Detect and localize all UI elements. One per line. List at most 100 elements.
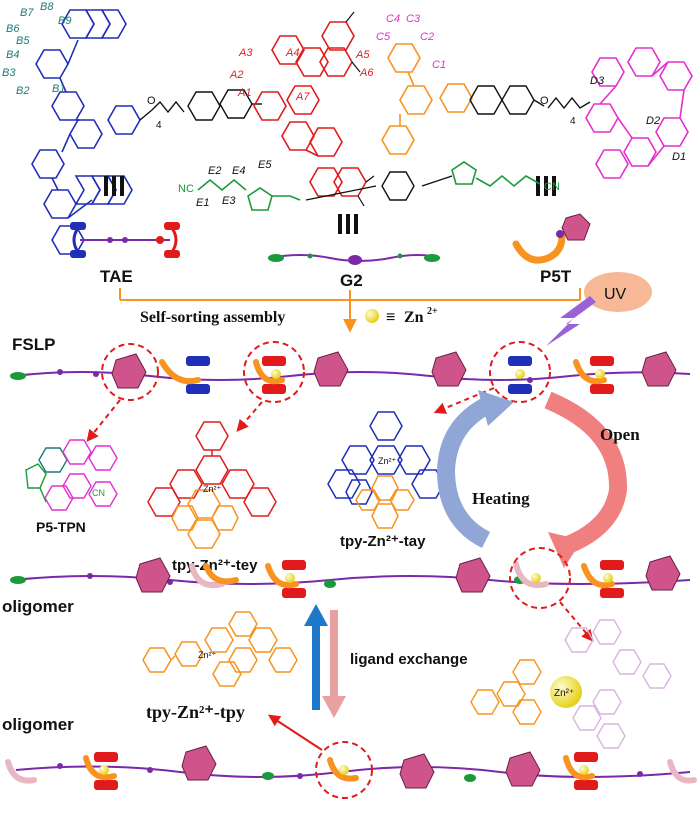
exchange-down-arrow: [330, 610, 338, 700]
self-sorting-label: Self-sorting assembly: [140, 309, 285, 326]
free-zn-label: Zn²⁺: [554, 688, 574, 699]
tay-zn-center: Zn²⁺: [378, 456, 397, 466]
equiv-symbol: ≡: [386, 309, 395, 326]
fslp-complex-2: [253, 356, 286, 394]
label-b5: B5: [16, 35, 30, 47]
o-atom-1: O: [147, 95, 156, 107]
o-atom-2: O: [540, 95, 549, 107]
open-label: Open: [600, 425, 640, 444]
free-ligand-complex: [470, 619, 672, 749]
zn-charge: 2+: [427, 306, 438, 317]
orange-linker: [469, 85, 591, 115]
label-a6: A6: [359, 67, 374, 79]
tey-complex: [147, 421, 277, 549]
tey-label: tpy-Zn²⁺-tey: [172, 557, 258, 574]
g2-label: G2: [340, 271, 363, 290]
uv-label: UV: [604, 286, 627, 303]
exchange-up-head: [304, 604, 328, 626]
exchange-down-head: [322, 696, 346, 718]
g2-cartoon: [268, 253, 441, 265]
heating-label: Heating: [472, 489, 530, 508]
label-b9: B9: [58, 15, 71, 27]
red-methoxy: [345, 11, 375, 207]
tae-structure: [31, 9, 141, 255]
tpy-complex: [142, 611, 298, 687]
oligomer2-label: oligomer: [2, 715, 74, 734]
free-zn-ball: [550, 676, 582, 708]
label-b6: B6: [6, 23, 20, 35]
label-a1: A1: [237, 87, 251, 99]
triple-bar-right: [536, 176, 556, 196]
p5tpn-complex: [25, 439, 118, 511]
uv-bubble: [584, 272, 652, 312]
tey-zn-center: Zn²⁺: [203, 484, 222, 494]
label-d3: D3: [590, 75, 605, 87]
fslp-complex-4: [573, 356, 614, 394]
arrow-to-tey: [236, 401, 263, 432]
oligomer1-chain: [10, 555, 691, 598]
orange-tpy-structure: [381, 43, 473, 155]
zn-label: Zn: [404, 309, 424, 326]
assembly-bracket: [119, 288, 581, 333]
tpy-zn-center: Zn²⁺: [198, 650, 217, 660]
tay-label: tpy-Zn²⁺-tay: [340, 533, 426, 550]
tae-cartoon: [70, 222, 180, 258]
p5tpn-label: P5-TPN: [36, 519, 86, 535]
fslp-label: FSLP: [12, 335, 55, 354]
label-b4: B4: [6, 49, 19, 61]
label-e2: E2: [208, 165, 221, 177]
highlight-circle-tpy: [315, 741, 373, 799]
open-arrow: [544, 391, 628, 557]
highlight-circle-exchange: [509, 547, 571, 609]
fslp-complex-3: [508, 356, 532, 394]
arrow-to-p5tpn: [86, 399, 121, 442]
highlight-circle-p5: [101, 343, 159, 401]
g2-cn: CN: [544, 181, 560, 193]
label-e3: E3: [222, 195, 236, 207]
exchange-up-arrow: [312, 620, 320, 710]
label-a7: A7: [295, 91, 310, 103]
label-a2: A2: [229, 69, 243, 81]
g2-nc: NC: [178, 183, 194, 195]
fslp-chain: [10, 351, 691, 394]
label-a5: A5: [355, 49, 370, 61]
red-tey-structure: [253, 21, 367, 197]
label-d1: D1: [672, 151, 686, 163]
tae-linker: [139, 89, 262, 121]
label-c2: C2: [420, 31, 434, 43]
highlight-circle-tay: [489, 341, 551, 403]
label-b8: B8: [40, 1, 54, 13]
label-e4: E4: [232, 165, 245, 177]
highlight-circle-tey: [243, 341, 305, 403]
g2-core: [305, 171, 453, 201]
label-b3: B3: [2, 67, 16, 79]
ligand-exchange-label: ligand exchange: [350, 651, 468, 668]
arrow-to-tpy: [267, 714, 323, 751]
pillararene-structure: [585, 47, 693, 179]
oligomer1-label: oligomer: [2, 597, 74, 616]
heating-arrow-head: [478, 390, 514, 426]
label-c5: C5: [376, 31, 391, 43]
label-d2: D2: [646, 115, 660, 127]
label-b7: B7: [20, 7, 34, 19]
arrow-to-tay: [433, 387, 495, 414]
triple-bar-left: [104, 176, 124, 196]
uv-bolt-icon: [546, 296, 596, 346]
tay-complex: [327, 411, 445, 529]
p5t-label: P5T: [540, 267, 572, 286]
label-b2: B2: [16, 85, 29, 97]
triple-bar-center: [338, 214, 358, 234]
p5tpn-cn: CN: [92, 488, 105, 498]
tae-label: TAE: [100, 267, 133, 286]
label-c4: C4: [386, 13, 400, 25]
oligomer2-chain: [5, 745, 697, 790]
linker-index-right: 4: [570, 116, 576, 127]
label-e1: E1: [196, 197, 209, 209]
arrow-to-free-ligand: [559, 601, 594, 642]
fslp-complex-1: [159, 356, 210, 394]
p5t-cartoon: [512, 213, 591, 264]
label-c3: C3: [406, 13, 421, 25]
label-b1: B1: [52, 83, 65, 95]
label-a3: A3: [238, 47, 253, 59]
